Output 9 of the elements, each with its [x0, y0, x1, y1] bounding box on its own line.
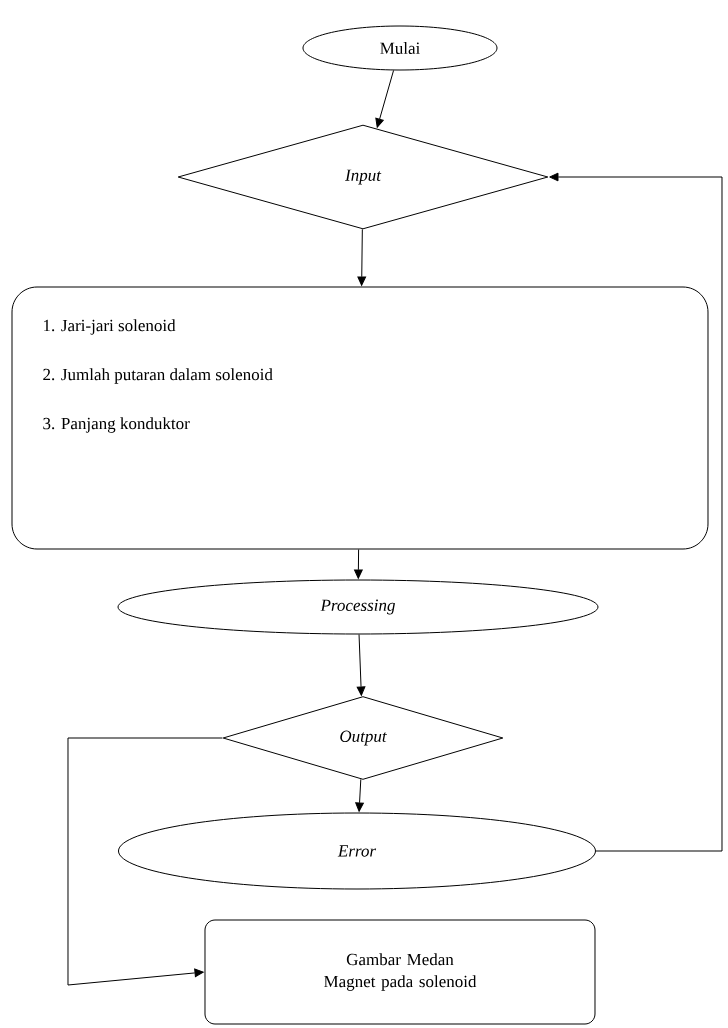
output-box: Gambar Medan Magnet pada solenoid: [204, 919, 596, 1025]
arrow: [354, 549, 363, 579]
arrow: [355, 778, 364, 812]
arrow: [549, 172, 723, 852]
input-box: 1. Jari-jari solenoid 2. Jumlah putaran dalam solenoid 3. Panjang konduktor: [11, 286, 709, 550]
arrow: [375, 69, 395, 128]
arrow: [356, 634, 366, 696]
arrow: [357, 228, 367, 286]
arrow: [67, 737, 223, 986]
